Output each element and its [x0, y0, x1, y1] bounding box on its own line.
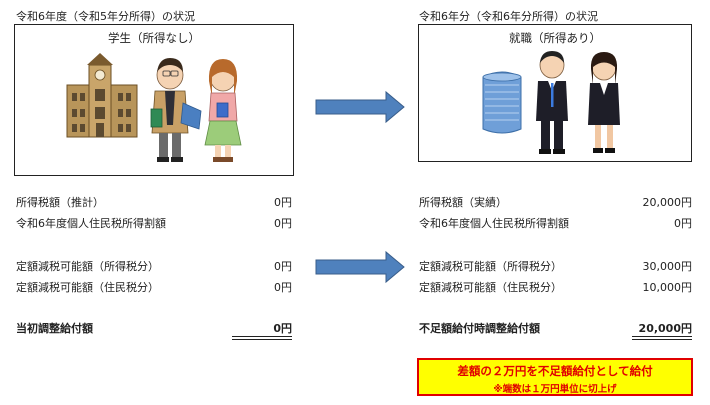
right-total-label: 不足額給付時調整給付額: [419, 322, 540, 335]
left-caption: 令和6年度（令和5年分所得）の状況: [16, 10, 195, 23]
right-row-amount: 20,000円: [642, 196, 693, 209]
right-row-amount: 0円: [674, 217, 692, 230]
left-total-double-underline: [232, 336, 292, 340]
left-total-amount: 0円: [273, 322, 292, 335]
left-row-label: 所得税額（推計）: [16, 196, 104, 209]
notice-main-text: 差額の２万円を不足額給付として給付: [457, 364, 653, 378]
right-box-label: 就職（所得あり）: [509, 31, 601, 45]
left-row-label: 定額減税可能額（住民税分）: [16, 281, 159, 294]
female-student-icon: [204, 59, 242, 162]
university-building-icon: [66, 53, 138, 138]
employees-office-illustration: [482, 51, 620, 154]
supplemental-payment-notice: 差額の２万円を不足額給付として給付 ※端数は１万円単位に切上げ: [417, 358, 693, 396]
left-row-amount: 0円: [274, 260, 292, 273]
right-row-label: 令和6年度個人住民税所得割額: [419, 217, 569, 230]
left-box-label: 学生（所得なし）: [108, 31, 200, 45]
left-row-amount: 0円: [274, 196, 292, 209]
right-row-label: 定額減税可能額（住民税分）: [419, 281, 562, 294]
left-row-label: 令和6年度個人住民税所得割額: [16, 217, 166, 230]
upper-arrow-icon: [315, 90, 405, 124]
lower-arrow-icon: [315, 250, 405, 284]
right-row-amount: 30,000円: [642, 260, 693, 273]
right-illustration-box: 就職（所得あり）: [418, 24, 692, 162]
right-total-double-underline: [632, 336, 692, 340]
left-illustration-box: 学生（所得なし）: [14, 24, 294, 176]
right-row-label: 所得税額（実績）: [419, 196, 507, 209]
female-employee-icon: [588, 52, 620, 153]
left-row-amount: 0円: [274, 281, 292, 294]
male-employee-icon: [536, 51, 568, 154]
left-total-label: 当初調整給付額: [16, 322, 93, 335]
right-row-amount: 10,000円: [642, 281, 693, 294]
notice-footnote-text: ※端数は１万円単位に切上げ: [493, 384, 617, 395]
students-university-illustration: [66, 53, 242, 162]
right-total-amount: 20,000円: [638, 322, 692, 335]
right-caption: 令和6年分（令和6年分所得）の状況: [419, 10, 598, 23]
office-building-icon: [482, 71, 522, 134]
right-row-label: 定額減税可能額（所得税分）: [419, 260, 562, 273]
left-row-label: 定額減税可能額（所得税分）: [16, 260, 159, 273]
male-student-icon: [150, 58, 202, 162]
left-row-amount: 0円: [274, 217, 292, 230]
